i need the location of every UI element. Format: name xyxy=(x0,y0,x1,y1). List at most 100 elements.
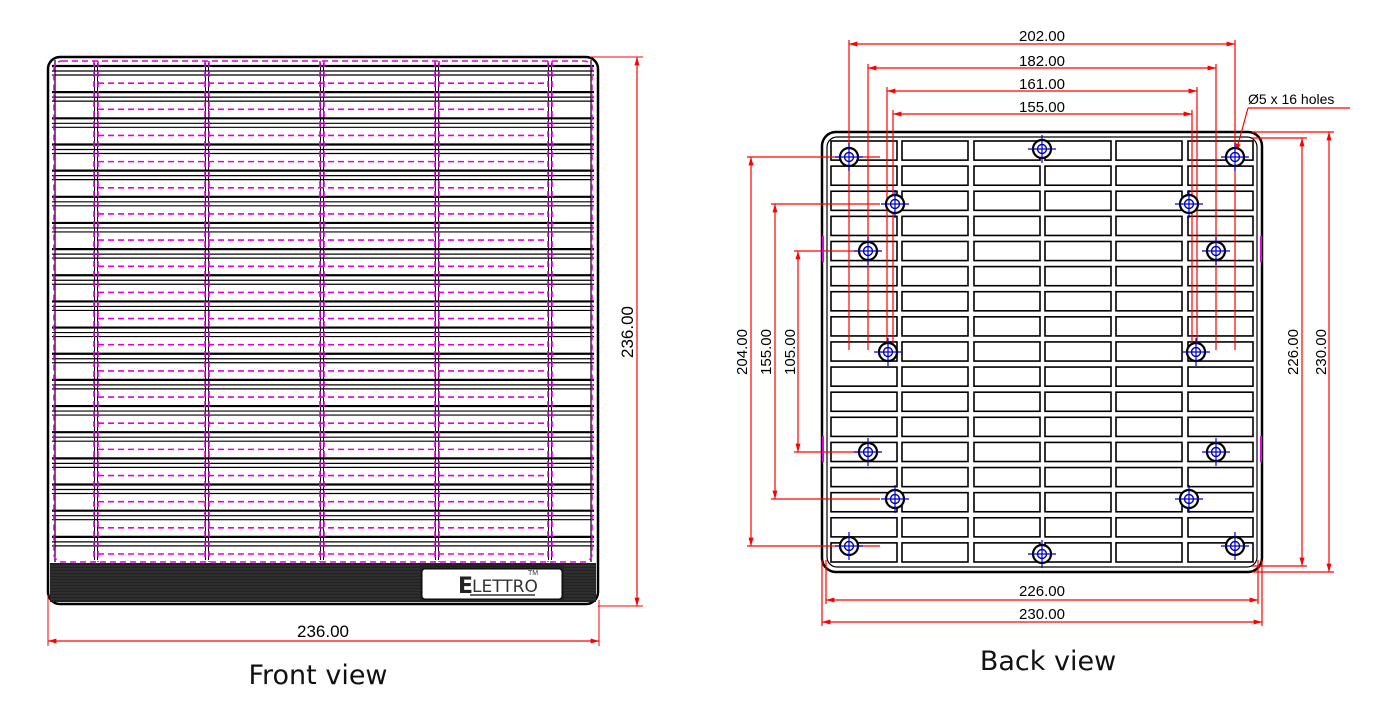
grille-slot xyxy=(1044,190,1112,212)
grille-slot xyxy=(1187,165,1254,187)
grille-slot xyxy=(830,366,898,387)
mounting-hole xyxy=(1221,143,1249,171)
mounting-hole xyxy=(835,532,863,560)
front-hidden-lines xyxy=(53,60,593,563)
grille-slot xyxy=(1044,215,1112,237)
grille-slot xyxy=(830,215,898,237)
grille-slot xyxy=(901,416,969,438)
grille-slot xyxy=(1044,140,1112,161)
grille-slot xyxy=(973,416,1041,438)
grille-slot xyxy=(973,316,1041,337)
mounting-hole xyxy=(881,190,909,218)
grille-slot xyxy=(1115,190,1183,212)
grille-slot xyxy=(973,290,1041,312)
back-bottom-dim-226: 226.00 xyxy=(1019,583,1065,600)
grille-slot xyxy=(1044,366,1112,387)
grille-slot xyxy=(1187,391,1254,413)
grille-slot xyxy=(1044,466,1112,488)
grille-slot xyxy=(973,165,1041,187)
grille-slot xyxy=(1187,290,1254,312)
grille-slot xyxy=(1115,441,1183,463)
mounting-hole xyxy=(874,338,902,366)
grille-slot xyxy=(1115,466,1183,488)
grille-slot xyxy=(973,341,1041,362)
mounting-holes xyxy=(835,135,1249,568)
grille-slot xyxy=(830,416,898,438)
back-grille xyxy=(830,140,1254,563)
mounting-hole xyxy=(881,485,909,513)
back-top-dim-155: 155.00 xyxy=(1019,99,1065,116)
grille-slot xyxy=(830,290,898,312)
grille-slot xyxy=(973,240,1041,262)
front-view: E LETTRO TM 236.00 236.00 Front view xyxy=(46,55,643,691)
note-leader xyxy=(1235,107,1249,153)
front-height-label: 236.00 xyxy=(618,306,637,358)
grille-slot xyxy=(901,516,969,538)
grille-slot xyxy=(1044,516,1112,538)
grille-slot xyxy=(1187,416,1254,438)
grille-slot xyxy=(973,391,1041,413)
grille-slot xyxy=(973,516,1041,538)
mounting-hole xyxy=(854,237,882,265)
grille-slot xyxy=(1044,165,1112,187)
back-top-dim-182: 182.00 xyxy=(1019,53,1065,70)
grille-slot xyxy=(1187,265,1254,287)
back-left-dim-155: 155.00 xyxy=(758,329,775,375)
logo-trademark: TM xyxy=(528,570,538,577)
hole-note: Ø5 x 16 holes xyxy=(1248,91,1334,107)
grille-slot xyxy=(901,290,969,312)
back-right-dim-226: 226.00 xyxy=(1285,329,1302,375)
front-height-dimension: 236.00 xyxy=(590,56,643,607)
grille-slot xyxy=(1115,491,1183,513)
grille-slot xyxy=(901,466,969,488)
grille-slot xyxy=(830,391,898,413)
grille-slot xyxy=(973,441,1041,463)
logo-badge xyxy=(421,568,563,600)
grille-slot xyxy=(901,491,969,513)
grille-slot xyxy=(1044,491,1112,513)
hidden-outline xyxy=(53,60,593,563)
grille-slot xyxy=(1115,140,1183,161)
grille-slot xyxy=(973,542,1041,563)
mounting-hole xyxy=(1175,485,1203,513)
back-left-dim-204: 204.00 xyxy=(734,329,751,375)
grille-slot xyxy=(1115,290,1183,312)
grille-slot xyxy=(1187,215,1254,237)
mounting-hole xyxy=(1028,540,1056,568)
elettro-logo: E LETTRO TM xyxy=(421,568,563,600)
grille-slot xyxy=(901,391,969,413)
grille-slot xyxy=(901,265,969,287)
mounting-hole xyxy=(1221,532,1249,560)
front-view-caption: Front view xyxy=(248,660,387,691)
grille-slot xyxy=(1115,416,1183,438)
grille-slot xyxy=(973,491,1041,513)
grille-slot xyxy=(901,215,969,237)
front-width-dimension: 236.00 xyxy=(47,595,600,646)
grille-slot xyxy=(973,366,1041,387)
logo-initial: E xyxy=(458,574,473,599)
mounting-hole xyxy=(1202,237,1230,265)
front-base-ridges xyxy=(50,565,596,600)
back-top-dim-202: 202.00 xyxy=(1019,28,1065,45)
grille-slot xyxy=(973,466,1041,488)
grille-slot xyxy=(901,140,969,161)
back-dimensions xyxy=(747,40,1350,626)
back-top-dim-161: 161.00 xyxy=(1019,76,1065,93)
mounting-hole xyxy=(854,438,882,466)
grille-slot xyxy=(973,265,1041,287)
grille-slot xyxy=(1115,165,1183,187)
grille-slot xyxy=(830,516,898,538)
grille-slot xyxy=(1115,391,1183,413)
mounting-hole xyxy=(1182,338,1210,366)
back-left-dim-105: 105.00 xyxy=(782,329,799,375)
grille-slot xyxy=(901,341,969,362)
grille-slot xyxy=(901,165,969,187)
logo-text: LETTRO xyxy=(472,577,538,597)
grille-slot xyxy=(1044,441,1112,463)
mounting-hole xyxy=(835,143,863,171)
grille-slot xyxy=(901,316,969,337)
grille-slot xyxy=(1115,516,1183,538)
back-view: 202.00 182.00 161.00 155.00 Ø5 x 16 hole… xyxy=(734,28,1350,677)
grille-slot xyxy=(1115,316,1183,337)
